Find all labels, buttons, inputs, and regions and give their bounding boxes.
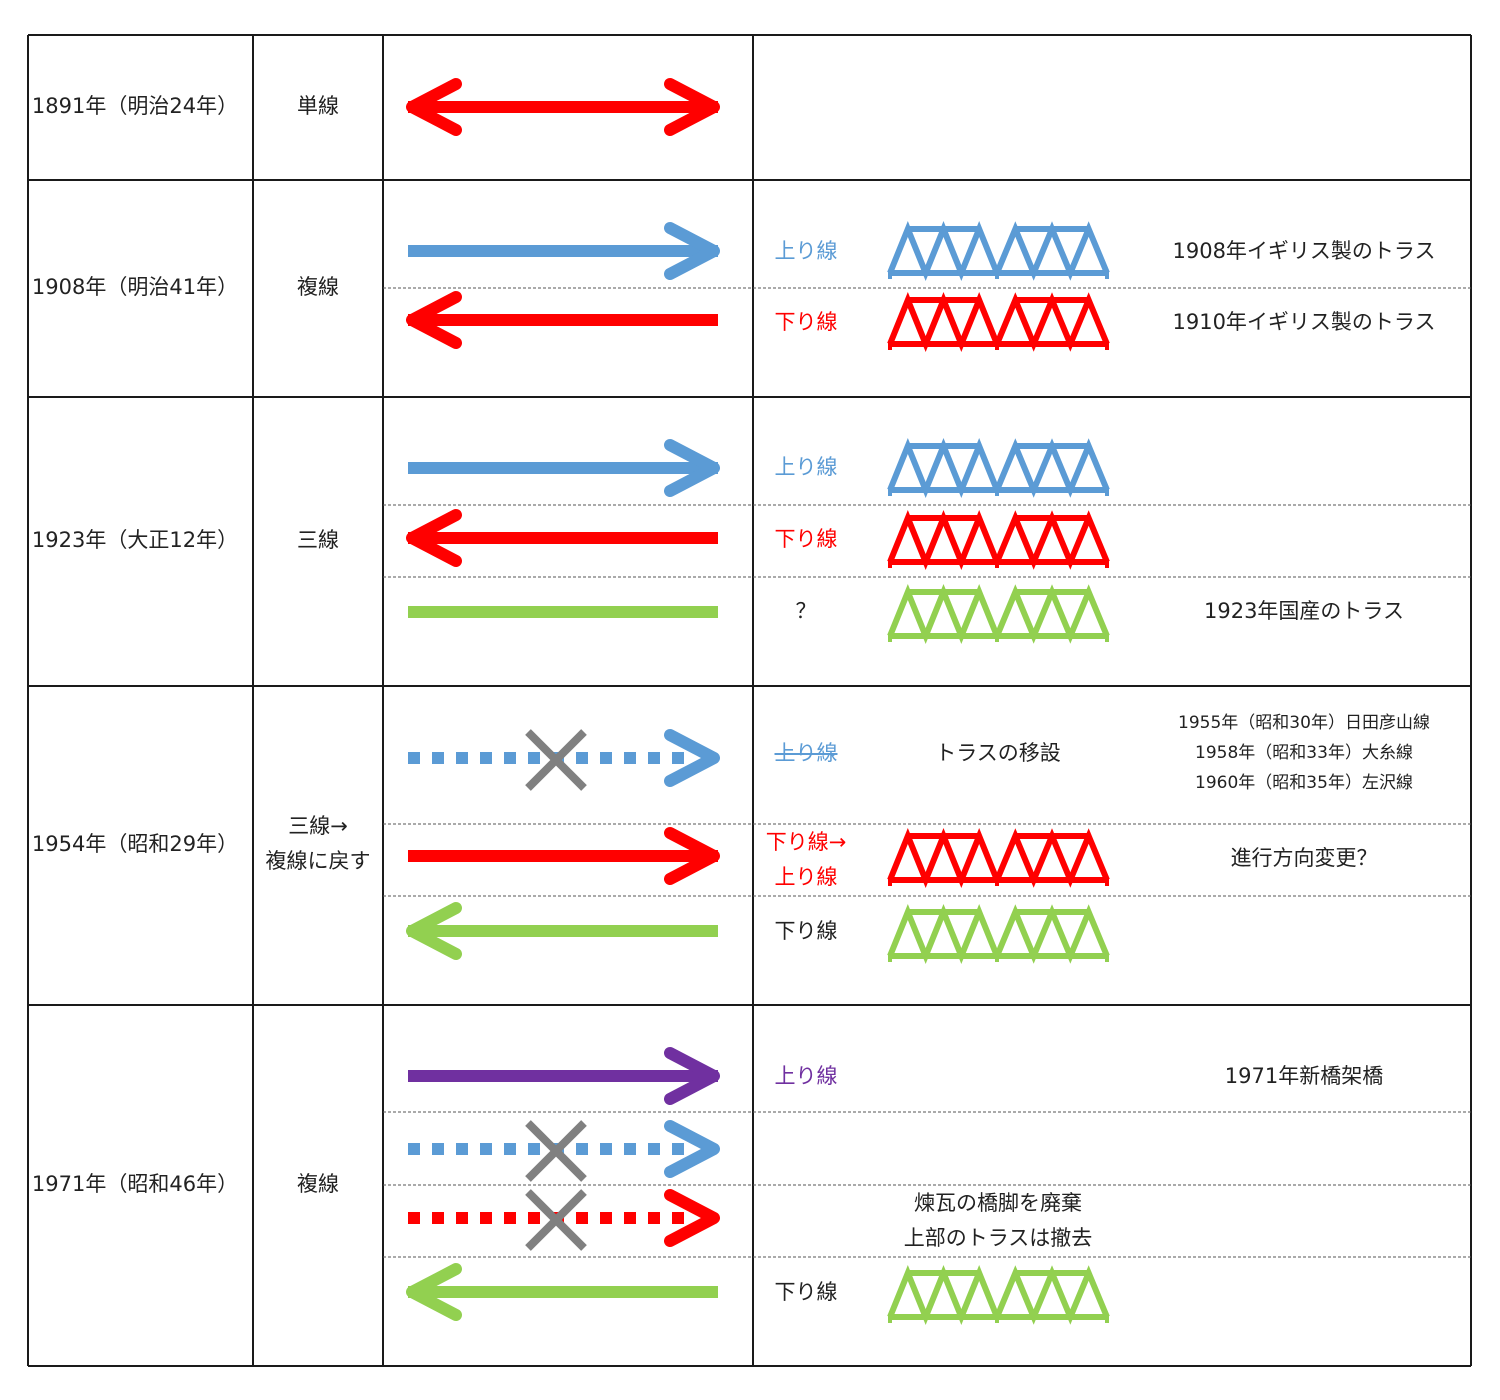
year-1908: 1908年（明治41年）: [31, 275, 239, 299]
label-1923-unknown: ？: [795, 599, 817, 623]
note-relocation-1955: 1955年（昭和30年）日田彦山線: [1178, 713, 1430, 733]
truss-1908-down-span1-web: [994, 292, 1110, 352]
arrow-1954-red-head-right: [664, 827, 720, 885]
truss-1923-down-span1-web: [994, 510, 1110, 570]
arrow-1954-green-head-left: [406, 902, 462, 960]
track-type-1908: 複線: [297, 275, 339, 299]
label-1908-up: 上り線: [774, 239, 838, 263]
label-1954-down-line1: 下り線→: [765, 830, 847, 854]
year-1954: 1954年（昭和29年）: [31, 832, 239, 856]
label-1954-down: 下り線: [774, 919, 838, 943]
note-direction-change: 進行方向変更？: [1230, 846, 1378, 870]
arrow-1971-new-up-head-right: [664, 1047, 720, 1105]
arrow-1971-blue-removed-head-right: [664, 1120, 720, 1178]
track-type-1954-line2: 複線に戻す: [265, 849, 371, 873]
note-truss-removed: 上部のトラスは撤去: [903, 1226, 1093, 1250]
arrow-1971-red-removed-head-right: [664, 1189, 720, 1247]
track-type-1954-line1: 三線→: [288, 814, 348, 838]
arrow-1891-single-track-head-right: [664, 78, 720, 136]
track-type-1923: 三線: [297, 528, 339, 552]
truss-1923-up-span1-web: [994, 438, 1110, 498]
truss-1971-green-span0-web: [887, 1265, 1000, 1325]
year-1923: 1923年（大正12年）: [31, 528, 239, 552]
note-relocation-1958: 1958年（昭和33年）大糸線: [1195, 743, 1413, 763]
track-type-1971: 複線: [297, 1172, 339, 1196]
label-1954-down-line2: 上り線: [774, 865, 838, 889]
label-1923-up: 上り線: [774, 455, 838, 479]
note-1910-truss: 1910年イギリス製のトラス: [1172, 310, 1436, 334]
year-1971: 1971年（昭和46年）: [31, 1172, 239, 1196]
truss-1908-up-span0-web: [887, 221, 1000, 281]
note-1971-new-bridge: 1971年新橋架橋: [1224, 1064, 1384, 1088]
truss-1954-red-span0-web: [887, 828, 1000, 888]
track-type-1891: 単線: [297, 94, 339, 118]
note-1908-truss: 1908年イギリス製のトラス: [1172, 239, 1436, 263]
note-relocation-1960: 1960年（昭和35年）左沢線: [1195, 773, 1413, 793]
note-1923-truss: 1923年国産のトラス: [1203, 599, 1405, 623]
label-1971-down: 下り線: [774, 1280, 838, 1304]
truss-1923-down-span0-web: [887, 510, 1000, 570]
arrow-1908-down-head-left: [406, 291, 462, 349]
label-1971-up: 上り線: [774, 1064, 838, 1088]
truss-1923-third-span0-web: [887, 584, 1000, 644]
arrow-1971-green-head-left: [406, 1263, 462, 1321]
arrow-1891-single-track-head-left: [406, 78, 462, 136]
arrow-1954-up-removed-head-right: [664, 729, 720, 787]
note-truss-relocation: トラスの移設: [935, 741, 1061, 765]
truss-1908-up-span1-web: [994, 221, 1110, 281]
label-1908-down: 下り線: [774, 310, 838, 334]
label-1923-down: 下り線: [774, 527, 838, 551]
truss-1971-green-span1-web: [994, 1265, 1110, 1325]
truss-1954-red-span1-web: [994, 828, 1110, 888]
note-pier-discarded: 煉瓦の橋脚を廃棄: [914, 1191, 1082, 1215]
truss-1923-third-span1-web: [994, 584, 1110, 644]
truss-1908-down-span0-web: [887, 292, 1000, 352]
truss-1954-green-span1-web: [994, 904, 1110, 964]
arrow-1923-down-head-left: [406, 509, 462, 567]
year-1891: 1891年（明治24年）: [31, 94, 239, 118]
x-mark-1954-b: [525, 729, 587, 791]
label-1954-up-struck: 上り線: [774, 741, 838, 765]
truss-1954-green-span0-web: [887, 904, 1000, 964]
x-mark-1971-red-b: [525, 1189, 587, 1251]
x-mark-1971-blue-b: [525, 1120, 587, 1182]
arrow-1908-up-head-right: [664, 222, 720, 280]
truss-1923-up-span0-web: [887, 438, 1000, 498]
arrow-1923-up-head-right: [664, 439, 720, 497]
